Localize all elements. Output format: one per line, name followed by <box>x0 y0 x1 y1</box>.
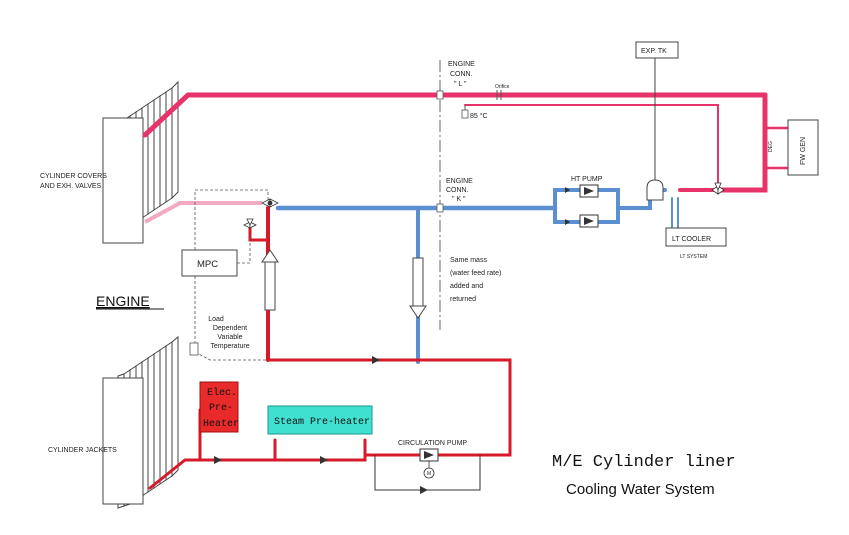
lt-cooler-box <box>665 227 727 247</box>
deg-label: DEG <box>768 141 774 152</box>
temp-sensor-85 <box>461 109 469 119</box>
three-way-valve-right <box>711 182 725 195</box>
cylinder-covers-stack <box>102 80 179 244</box>
same-mass-label-4: returned <box>450 296 476 303</box>
three-way-valve-cover <box>261 198 279 208</box>
conn-k-label-2: CONN. <box>446 187 469 194</box>
conn-l-label-3: " L " <box>454 81 467 88</box>
load-dependent-label-3: Variable <box>217 334 242 341</box>
conn-l-label-1: ENGINE <box>448 61 475 68</box>
check-valve-steam <box>320 456 328 464</box>
ht-pump-upper <box>579 184 599 198</box>
mpc-box <box>181 249 238 277</box>
temp-85-label: 85 °C <box>470 112 488 120</box>
pump-motor-label: M <box>427 471 431 477</box>
engine-label: ENGINE <box>96 293 150 309</box>
conn-l-label-2: CONN. <box>450 71 473 78</box>
flow-arrow-down <box>409 257 427 319</box>
ht-check-lower <box>565 219 570 225</box>
check-valve-elec <box>214 456 222 464</box>
elec-preheater-box <box>199 381 239 433</box>
check-valve-return <box>372 356 380 364</box>
bypass-check-valve <box>420 486 428 494</box>
same-mass-label-2: (water feed rate) <box>450 270 501 277</box>
same-mass-label-1: Same mass <box>450 257 487 264</box>
title-line-2: Cooling Water System <box>566 481 715 498</box>
exp-tk-label: EXP. TK <box>641 48 667 55</box>
lt-system-label: LT SYSTEM <box>680 254 707 260</box>
cover-inlet-pipe <box>144 201 262 224</box>
cylinder-jackets-stack <box>102 335 179 509</box>
same-mass-label-3: added and <box>450 283 483 290</box>
flange-k <box>436 203 444 213</box>
orifice <box>496 90 502 100</box>
load-dependent-label-1: Load <box>208 316 224 323</box>
circulation-pump-label: CIRCULATION PUMP <box>398 440 467 447</box>
conn-k-label-3: " K " <box>452 196 466 203</box>
mpc-label: MPC <box>197 259 218 270</box>
lt-cooler-label: LT COOLER <box>672 236 711 243</box>
fw-gen-label: FW GEN <box>800 137 807 165</box>
title-line-1: M/E Cylinder liner <box>552 453 736 472</box>
flange-l <box>436 90 444 100</box>
conn-k-label-1: ENGINE <box>446 178 473 185</box>
orifice-label: Orifice <box>495 84 510 90</box>
temperature-sensor <box>189 342 199 356</box>
steam-preheater-box <box>267 405 373 435</box>
mpc-control-lines <box>194 189 269 361</box>
flow-arrow-up <box>261 249 279 311</box>
hot-outlet-piping <box>142 92 792 193</box>
elec-preheater-label-3: Heater <box>203 419 239 430</box>
elec-preheater-label-1: Elec. <box>207 387 237 399</box>
ht-pump-label: HT PUMP <box>571 176 603 183</box>
ht-check-upper <box>565 187 570 193</box>
load-dependent-label-4: Temperature <box>210 343 249 350</box>
ht-pump-lower <box>579 214 599 228</box>
cylinder-jackets-label: CYLINDER JACKETS <box>48 447 117 454</box>
elec-preheater-label-2: Pre- <box>209 403 233 414</box>
expansion-tank-box <box>635 41 679 59</box>
deaerator-vessel <box>646 179 664 201</box>
load-dependent-label-2: Dependent <box>213 325 247 332</box>
circulation-pump <box>419 448 439 479</box>
three-way-valve-mpc <box>243 218 257 229</box>
fw-gen-box <box>787 119 819 176</box>
cylinder-covers-label-2: AND EXH. VALVES <box>40 183 102 190</box>
cylinder-covers-label-1: CYLINDER COVERS <box>40 173 107 180</box>
steam-preheater-label: Steam Pre-heater <box>274 416 370 428</box>
